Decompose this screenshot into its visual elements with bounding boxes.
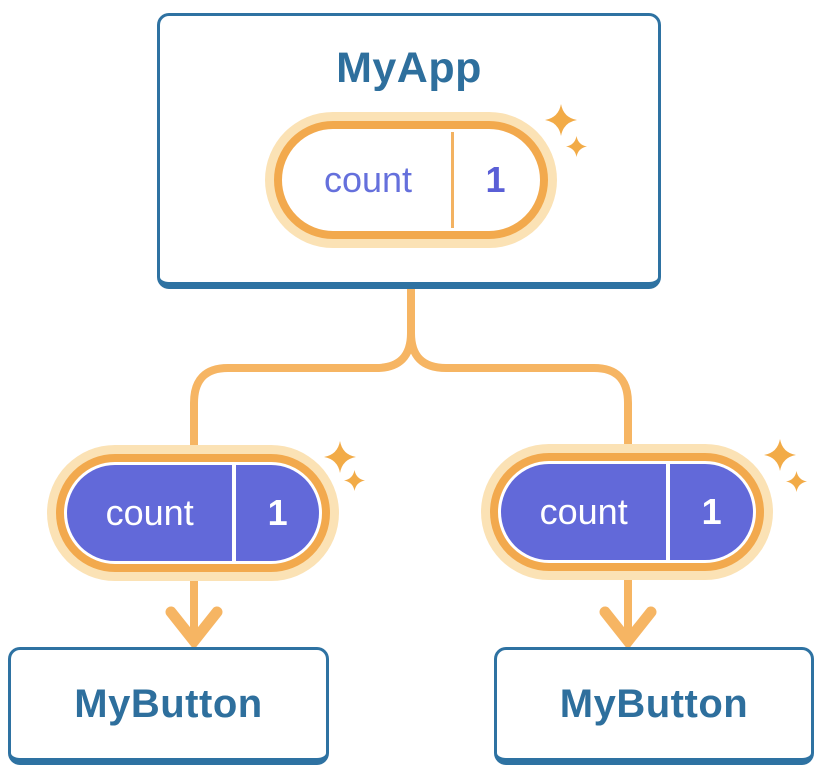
- sparkle-icon: [545, 104, 577, 136]
- state-pill: count 1: [265, 112, 557, 248]
- arrow-down-left-icon: [165, 606, 223, 650]
- state-value: 1: [267, 492, 288, 533]
- sparkle-icon: [566, 136, 587, 157]
- sparkle-icon: [786, 471, 807, 492]
- state-name: count: [105, 492, 194, 533]
- state-value: 1: [701, 491, 722, 532]
- state-value: 1: [485, 159, 506, 200]
- connector-right-branch: [407, 284, 632, 639]
- sparkle-icon: [324, 441, 356, 473]
- myapp-card: MyApp count 1: [157, 13, 661, 289]
- component-title: MyButton: [74, 681, 263, 726]
- pill-divider: [451, 132, 454, 228]
- state-name: count: [323, 159, 413, 200]
- state-pill: count 1: [481, 439, 807, 580]
- state-pill-body: count 1: [56, 454, 330, 572]
- component-title: MyApp: [336, 44, 482, 92]
- sparkle-icon: [344, 470, 365, 491]
- pill-divider: [232, 465, 237, 561]
- state-pill-halo: count 1: [265, 112, 557, 248]
- state-pill: count 1: [47, 441, 365, 581]
- mybutton-card-right: MyButton: [494, 647, 814, 765]
- state-pill-body: count 1: [274, 121, 548, 239]
- pill-divider: [666, 464, 671, 560]
- state-pill-halo: count 1: [481, 444, 773, 580]
- mybutton-card-left: MyButton: [8, 647, 329, 765]
- state-pill-body: count 1: [490, 453, 764, 571]
- component-title: MyButton: [559, 681, 749, 726]
- sparkle-icon: [764, 439, 796, 471]
- state-pill-halo: count 1: [47, 445, 339, 581]
- state-name: count: [539, 491, 628, 532]
- arrow-down-right-icon: [599, 606, 657, 650]
